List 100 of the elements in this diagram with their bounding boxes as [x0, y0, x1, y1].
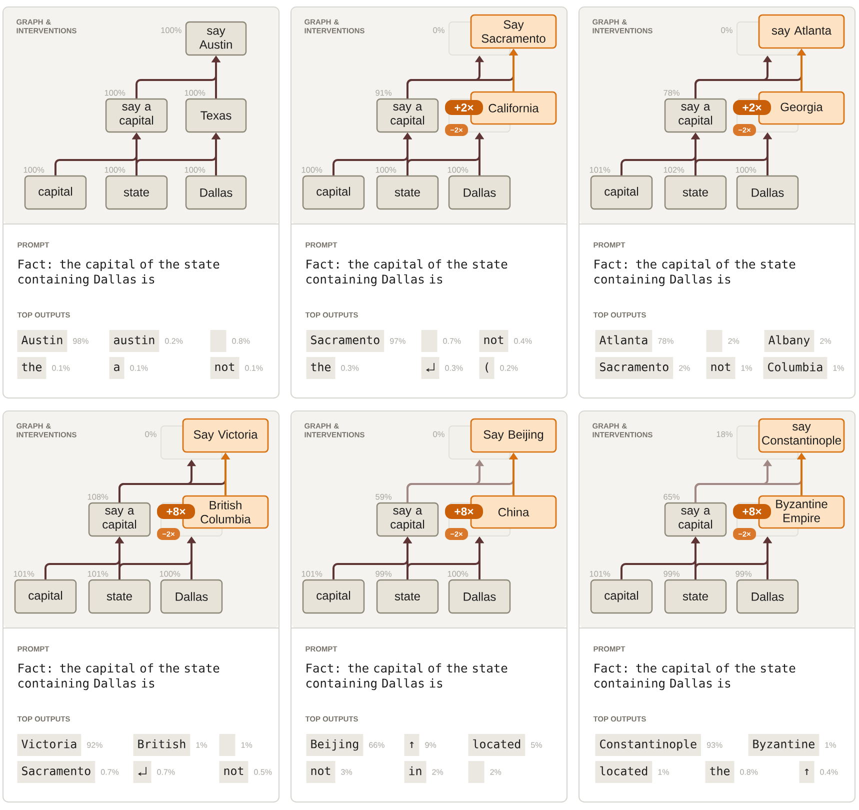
- percent-label: 100%: [161, 27, 182, 34]
- probability-label: 1%: [741, 365, 752, 371]
- token-chip: located: [595, 761, 652, 783]
- feature-box: Dallas: [448, 579, 511, 614]
- probability-label: 98%: [73, 338, 88, 344]
- percent-label: 100%: [448, 570, 468, 577]
- prompt-text: Fact: the capital of the state containing Dallas is: [594, 663, 796, 690]
- probability-label: 2%: [490, 769, 502, 775]
- token-chip: not: [706, 357, 736, 379]
- probability-label: 2%: [679, 365, 690, 371]
- percent-label: 0%: [721, 27, 732, 34]
- percent-label: 65%: [664, 494, 680, 500]
- feature-box: capital: [302, 175, 365, 210]
- steered-feature-box: say Atlanta: [758, 14, 845, 49]
- prompt-text: Fact: the capital of the state containing Dallas is: [18, 663, 220, 690]
- probability-label: 92%: [87, 742, 102, 748]
- probability-label: 1%: [658, 769, 669, 775]
- steering-badge: +8×: [733, 504, 772, 519]
- percent-label: 99%: [664, 570, 680, 577]
- percent-label: 0%: [433, 431, 444, 438]
- steering-badge: +8×: [157, 504, 195, 519]
- feature-box: say a capital: [664, 502, 727, 537]
- feature-box: Dallas: [448, 175, 511, 210]
- probability-label: 0.1%: [52, 365, 70, 371]
- probability-label: 0.3%: [445, 365, 463, 371]
- token-chip: Constantinople: [595, 734, 702, 756]
- percent-label: 102%: [664, 166, 684, 173]
- prompt-text: Fact: the capital of the state containing Dallas is: [306, 259, 508, 286]
- feature-box: capital: [14, 579, 77, 614]
- percent-label: 99%: [376, 570, 392, 577]
- prompt-text: Fact: the capital of the state containing Dallas is: [18, 259, 220, 286]
- probability-label: 1%: [196, 742, 207, 748]
- token-chip: Sacramento: [306, 330, 384, 352]
- percent-label: 59%: [376, 494, 392, 500]
- percent-label: 0%: [145, 431, 156, 438]
- feature-box: say a capital: [664, 98, 727, 133]
- token-chip: Atlanta: [595, 330, 652, 352]
- feature-box: say a capital: [376, 98, 439, 133]
- probability-label: 97%: [390, 338, 406, 344]
- token-chip: Sacramento: [17, 761, 96, 783]
- token-chip: Beijing: [306, 734, 364, 756]
- token-chip: ↑: [799, 761, 814, 783]
- percent-label: 101%: [14, 570, 34, 577]
- token-chip: Austin: [17, 330, 68, 352]
- token-chip: not: [306, 761, 336, 783]
- probability-label: 0.7%: [443, 338, 461, 344]
- percent-label: 100%: [104, 166, 126, 173]
- probability-label: 0.7%: [157, 769, 175, 775]
- probability-label: 0.7%: [100, 769, 119, 775]
- percent-label: 101%: [590, 166, 610, 173]
- probability-label: 0.4%: [820, 769, 838, 775]
- probability-label: 0.4%: [514, 338, 532, 344]
- percent-label: 18%: [716, 431, 732, 438]
- feature-box: say Austin: [185, 21, 247, 56]
- steered-feature-box: Say Victoria: [182, 418, 269, 453]
- feature-box: state: [105, 175, 168, 210]
- token-chip: Columbia: [763, 357, 828, 379]
- feature-box: state: [664, 175, 727, 210]
- steering-badge: +8×: [445, 504, 483, 519]
- percent-label: 100%: [184, 90, 206, 96]
- token-chip: ↑: [404, 734, 420, 756]
- percent-label: 100%: [24, 166, 44, 173]
- feature-box: Texas: [185, 98, 247, 133]
- token-chip: the: [705, 761, 734, 783]
- feature-box: capital: [590, 579, 653, 614]
- feature-box: say a capital: [376, 502, 439, 537]
- token-chip: British: [133, 734, 190, 756]
- percent-label: 100%: [448, 166, 468, 173]
- token-chip: in: [404, 761, 426, 783]
- probability-label: 0.5%: [254, 769, 272, 775]
- percent-label: 101%: [590, 570, 610, 577]
- feature-box: capital: [24, 175, 87, 210]
- percent-label: 91%: [376, 90, 392, 96]
- prompt-text: Fact: the capital of the state containing Dallas is: [594, 259, 796, 286]
- token-chip: (: [479, 357, 494, 379]
- token-chip: Albany: [764, 330, 814, 352]
- token-chip: Sacramento: [595, 357, 674, 379]
- probability-label: 5%: [531, 742, 542, 748]
- steered-feature-box: Say Sacramento: [470, 14, 557, 49]
- feature-box: say a capital: [88, 502, 151, 537]
- feature-box: capital: [302, 579, 365, 614]
- token-chip: not: [479, 330, 508, 352]
- token-chip: the: [306, 357, 336, 379]
- probability-label: 0.8%: [740, 769, 758, 775]
- probability-label: 66%: [369, 742, 384, 748]
- feature-box: state: [664, 579, 727, 614]
- feature-box: capital: [590, 175, 653, 210]
- percent-label: 99%: [736, 570, 752, 577]
- token-chip: Victoria: [17, 734, 82, 756]
- percent-label: 100%: [184, 166, 206, 173]
- percent-label: 100%: [104, 90, 126, 96]
- feature-box: state: [376, 175, 439, 210]
- probability-label: 1%: [825, 742, 836, 748]
- probability-label: 3%: [341, 769, 352, 775]
- token-chip: austin: [109, 330, 160, 352]
- probability-label: 0.1%: [130, 365, 148, 371]
- percent-label: 108%: [88, 494, 108, 500]
- percent-label: 100%: [160, 570, 180, 577]
- probability-label: 0.2%: [165, 338, 183, 344]
- probability-label: 1%: [241, 742, 252, 748]
